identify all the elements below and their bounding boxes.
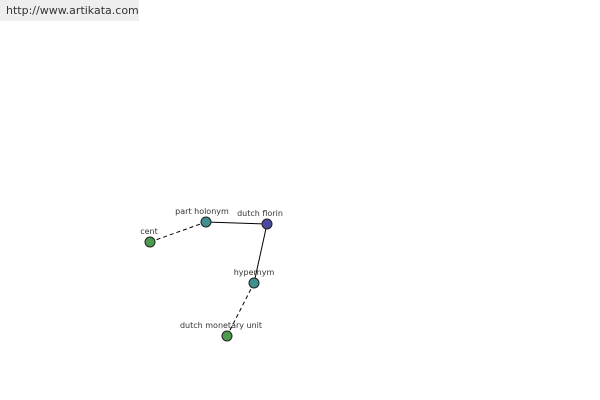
- graph-nodes: dutch florin part holonym cent hypernym …: [140, 207, 283, 342]
- site-url-link[interactable]: http://www.artikata.com: [6, 4, 139, 17]
- edge-hypernym-dutch-monetary-unit: [226, 282, 255, 337]
- node-hypernym-label: hypernym: [234, 268, 275, 277]
- node-dutch-florin-dot[interactable]: [261, 218, 273, 230]
- node-dutch-monetary-unit-label: dutch monetary unit: [180, 321, 262, 330]
- node-cent-dot[interactable]: [144, 236, 156, 248]
- node-dutch-florin-label: dutch florin: [237, 209, 283, 218]
- graph-edges: [149, 221, 268, 337]
- node-dutch-monetary-unit[interactable]: dutch monetary unit: [180, 321, 262, 342]
- edge-dutch-florin-hypernym: [253, 223, 268, 284]
- node-hypernym-dot[interactable]: [248, 277, 260, 289]
- node-dutch-monetary-unit-dot[interactable]: [221, 330, 233, 342]
- node-part-holonym-dot[interactable]: [200, 216, 212, 228]
- url-bar: http://www.artikata.com: [0, 0, 139, 21]
- node-dutch-florin[interactable]: dutch florin: [237, 209, 283, 230]
- node-cent-label: cent: [140, 227, 158, 236]
- edge-cent-part-holonym: [149, 221, 207, 243]
- edge-part-holonym-dutch-florin: [205, 221, 268, 225]
- node-cent[interactable]: cent: [140, 227, 158, 248]
- node-part-holonym-label: part holonym: [175, 207, 229, 216]
- node-hypernym[interactable]: hypernym: [234, 268, 275, 289]
- node-part-holonym[interactable]: part holonym: [175, 207, 229, 228]
